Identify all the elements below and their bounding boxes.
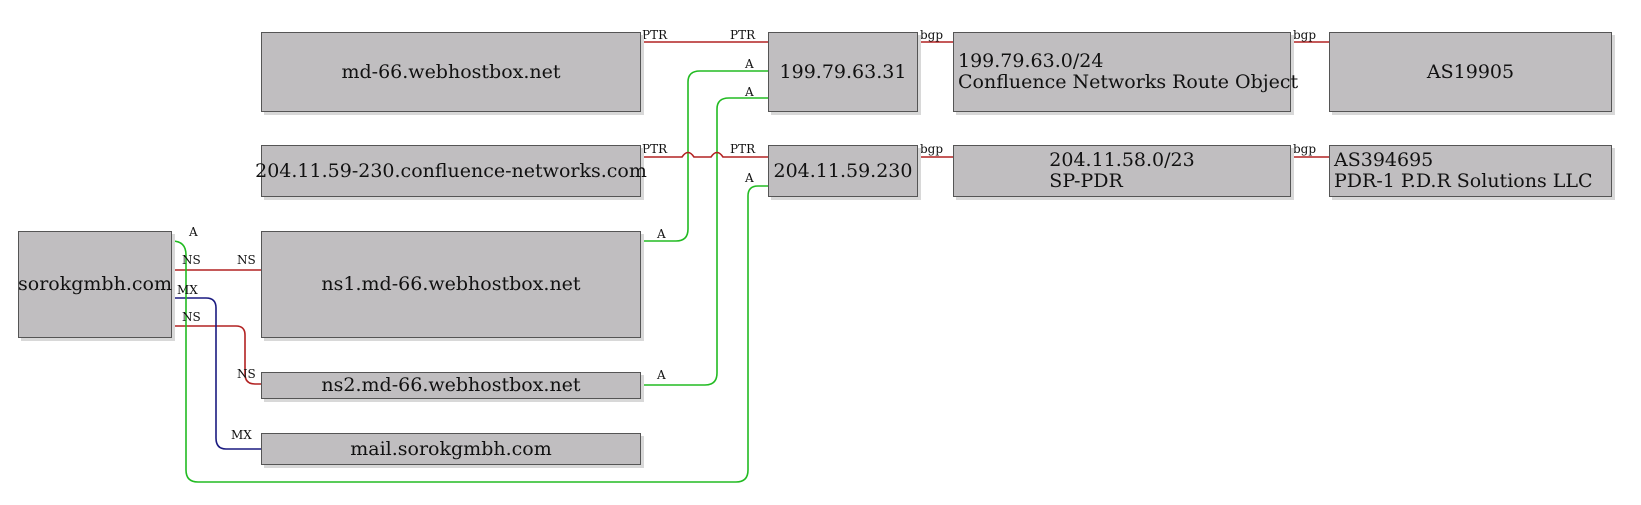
edge-ns1-ip1 [641,70,768,242]
edge-domain-ns2 [172,325,261,385]
node-ip2-label: 204.11.59.230 [773,159,913,182]
node-as2-line1: AS394695 [1334,149,1434,171]
node-route1-line1: 199.79.63.0/24 [958,50,1104,72]
label-route1-bgp: bgp [1293,28,1316,42]
node-route2-line2: SP-PDR [1049,170,1123,192]
label-ip2-a: A [744,171,754,185]
node-as1[interactable]: AS19905 [1329,32,1612,112]
edge-conf-ip2 [641,151,768,158]
label-md66-ptr-src: PTR [642,28,668,42]
node-ip1-label: 199.79.63.31 [779,60,907,83]
node-as1-label: AS19905 [1426,60,1515,83]
label-ns1-a: A [656,227,666,241]
label-mail-mx-dst: MX [231,428,252,442]
label-domain-ns1-src: NS [182,253,201,267]
node-confluence-host[interactable]: 204.11.59-230.confluence-networks.com [255,145,647,197]
node-ns2-label: ns2.md-66.webhostbox.net [321,374,581,396]
node-ip2[interactable]: 204.11.59.230 [768,145,918,197]
node-mail[interactable]: mail.sorokgmbh.com [261,433,641,465]
node-ns1-label: ns1.md-66.webhostbox.net [321,273,581,295]
node-route1[interactable]: 199.79.63.0/24 Confluence Networks Route… [953,32,1298,112]
label-ns2-a: A [656,368,666,382]
label-ns2-ns-dst: NS [237,367,256,381]
label-domain-a: A [188,225,198,239]
node-ip1[interactable]: 199.79.63.31 [768,32,918,112]
node-ns1[interactable]: ns1.md-66.webhostbox.net [261,231,641,338]
label-domain-ns2-src: NS [182,310,201,324]
edge-domain-mail [172,297,261,450]
label-route2-bgp: bgp [1293,142,1316,156]
label-ip1-bgp: bgp [920,28,943,42]
node-route2[interactable]: 204.11.58.0/23 SP-PDR [953,145,1291,197]
node-route1-line2: Confluence Networks Route Object [958,71,1299,93]
edge-domain-ip2 [171,185,768,483]
edge-ns2-ip1 [641,97,768,386]
label-ip2-ptr-dst: PTR [730,142,756,156]
node-domain[interactable]: sorokgmbh.com [18,231,172,338]
node-route2-line1: 204.11.58.0/23 [1049,149,1195,171]
node-md66-host[interactable]: md-66.webhostbox.net [261,32,641,112]
node-confluence-label: 204.11.59-230.confluence-networks.com [255,159,647,182]
node-domain-label: sorokgmbh.com [18,273,172,295]
node-md66-label: md-66.webhostbox.net [341,60,561,83]
node-ns2[interactable]: ns2.md-66.webhostbox.net [261,372,641,399]
node-mail-label: mail.sorokgmbh.com [350,437,552,460]
label-ip1-a2: A [744,85,754,99]
label-ip1-a1: A [744,57,754,71]
node-as2-line2: PDR-1 P.D.R Solutions LLC [1334,170,1593,192]
label-ns1-ns-dst: NS [237,253,256,267]
label-ip1-ptr-dst: PTR [730,28,756,42]
node-as2[interactable]: AS394695 PDR-1 P.D.R Solutions LLC [1329,145,1612,197]
label-conf-ptr-src: PTR [642,142,668,156]
label-domain-mx-src: MX [177,283,198,297]
label-ip2-bgp: bgp [920,142,943,156]
